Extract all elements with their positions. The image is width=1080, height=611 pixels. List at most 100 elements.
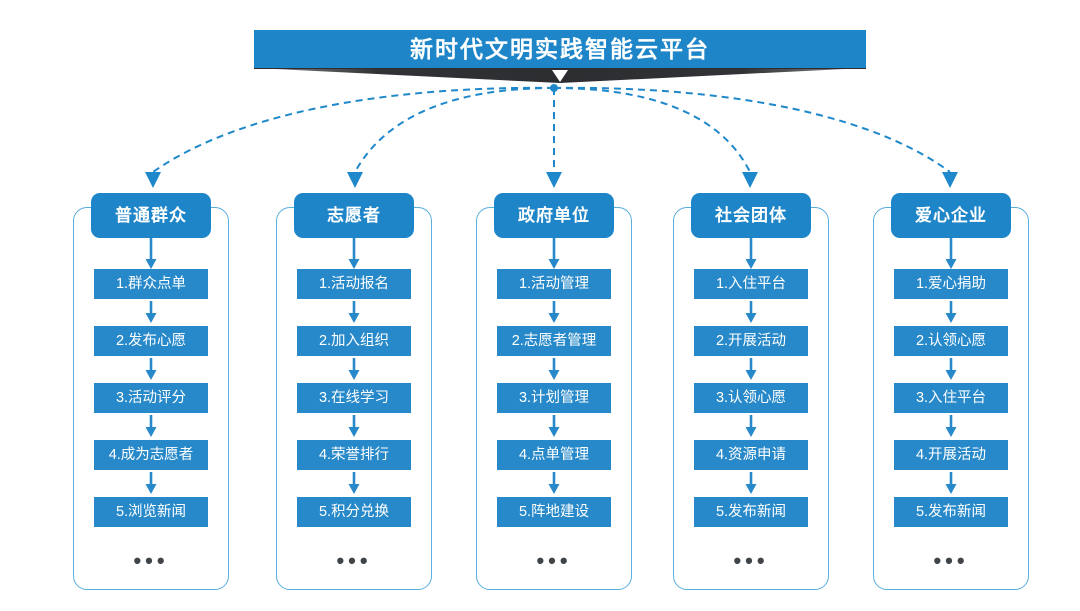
list-item[interactable]: 2.志愿者管理 <box>497 326 611 356</box>
arrow-down-icon <box>945 472 957 494</box>
item-label: 4.荣誉排行 <box>318 446 390 463</box>
arrow-down-icon <box>745 415 757 437</box>
column-header-label: 政府单位 <box>518 206 590 225</box>
column-header-label: 志愿者 <box>327 206 381 225</box>
item-label: 4.开展活动 <box>915 446 987 463</box>
item-label: 3.活动评分 <box>115 389 187 406</box>
list-item[interactable]: 2.发布心愿 <box>94 326 208 356</box>
header-to-item-arrow <box>548 238 560 269</box>
list-item[interactable]: 1.活动管理 <box>497 269 611 299</box>
list-item[interactable]: 1.入住平台 <box>694 269 808 299</box>
role-column-社会团体: 社会团体 1.入住平台 2.开展活动 <box>673 193 829 590</box>
item-label: 2.志愿者管理 <box>511 332 597 349</box>
arrow-down-icon <box>348 358 360 380</box>
list-item[interactable]: 5.发布新闻 <box>694 497 808 527</box>
item-connector <box>673 470 829 497</box>
column-header-label: 社会团体 <box>715 206 787 225</box>
item-label: 2.开展活动 <box>715 332 787 349</box>
list-item[interactable]: 3.认领心愿 <box>694 383 808 413</box>
item-label: 1.活动管理 <box>518 275 590 292</box>
item-connector <box>476 413 632 440</box>
item-connector <box>873 356 1029 383</box>
list-item[interactable]: 4.资源申请 <box>694 440 808 470</box>
role-column-爱心企业: 爱心企业 1.爱心捐助 2.认领心愿 <box>873 193 1029 590</box>
item-label: 1.入住平台 <box>715 275 787 292</box>
list-item[interactable]: 3.入住平台 <box>894 383 1008 413</box>
list-item[interactable]: 5.阵地建设 <box>497 497 611 527</box>
column-header-button[interactable]: 志愿者 <box>294 193 414 238</box>
arrow-down-icon <box>548 415 560 437</box>
item-connector <box>673 299 829 326</box>
platform-title-banner: 新时代文明实践智能云平台 <box>254 30 866 88</box>
list-item[interactable]: 2.加入组织 <box>297 326 411 356</box>
list-item[interactable]: 3.计划管理 <box>497 383 611 413</box>
list-item[interactable]: 4.成为志愿者 <box>94 440 208 470</box>
item-connector <box>673 413 829 440</box>
item-label: 3.入住平台 <box>915 389 987 406</box>
item-connector <box>873 470 1029 497</box>
list-item[interactable]: 3.活动评分 <box>94 383 208 413</box>
list-item[interactable]: 1.爱心捐助 <box>894 269 1008 299</box>
item-connector <box>873 299 1029 326</box>
header-to-item-arrow <box>945 238 957 269</box>
item-connector <box>73 356 229 383</box>
column-header-button[interactable]: 政府单位 <box>494 193 614 238</box>
arrow-down-icon <box>945 415 957 437</box>
list-item[interactable]: 5.积分兑换 <box>297 497 411 527</box>
item-connector <box>73 413 229 440</box>
arrow-down-icon <box>945 358 957 380</box>
column-item-list: 1.群众点单 2.发布心愿 3.活动评分 <box>73 269 229 527</box>
page-title: 新时代文明实践智能云平台 <box>410 35 710 62</box>
column-header-button[interactable]: 普通群众 <box>91 193 211 238</box>
role-column-志愿者: 志愿者 1.活动报名 2.加入组织 <box>276 193 432 590</box>
list-item[interactable]: 4.开展活动 <box>894 440 1008 470</box>
arrow-down-icon <box>145 472 157 494</box>
item-connector <box>73 470 229 497</box>
list-item[interactable]: 4.荣誉排行 <box>297 440 411 470</box>
list-item[interactable]: 4.点单管理 <box>497 440 611 470</box>
list-item[interactable]: 1.群众点单 <box>94 269 208 299</box>
item-connector <box>476 470 632 497</box>
column-header-label: 爱心企业 <box>915 206 987 225</box>
item-label: 5.积分兑换 <box>318 503 390 520</box>
column-header-button[interactable]: 社会团体 <box>691 193 811 238</box>
item-label: 3.认领心愿 <box>715 389 787 406</box>
more-items-ellipsis: ••• <box>536 548 572 573</box>
arrow-down-icon <box>145 415 157 437</box>
more-items-ellipsis: ••• <box>133 548 169 573</box>
item-label: 3.在线学习 <box>318 389 390 406</box>
list-item[interactable]: 2.认领心愿 <box>894 326 1008 356</box>
list-item[interactable]: 2.开展活动 <box>694 326 808 356</box>
header-to-item-arrow <box>745 238 757 269</box>
more-items-ellipsis: ••• <box>336 548 372 573</box>
arrow-down-icon <box>945 301 957 323</box>
arrow-down-icon <box>548 358 560 380</box>
arrow-down-icon <box>548 472 560 494</box>
item-label: 4.资源申请 <box>715 446 787 463</box>
item-connector <box>673 356 829 383</box>
column-header-button[interactable]: 爱心企业 <box>891 193 1011 238</box>
column-item-list: 1.活动报名 2.加入组织 3.在线学习 <box>276 269 432 527</box>
item-connector <box>873 413 1029 440</box>
item-label: 5.发布新闻 <box>715 503 787 520</box>
item-connector <box>476 299 632 326</box>
arrow-down-icon <box>145 301 157 323</box>
list-item[interactable]: 1.活动报名 <box>297 269 411 299</box>
item-connector <box>73 299 229 326</box>
list-item[interactable]: 5.发布新闻 <box>894 497 1008 527</box>
role-column-政府单位: 政府单位 1.活动管理 2.志愿者管理 <box>476 193 632 590</box>
arrow-down-icon <box>348 472 360 494</box>
list-item[interactable]: 5.浏览新闻 <box>94 497 208 527</box>
more-items-ellipsis: ••• <box>733 548 769 573</box>
more-items-ellipsis: ••• <box>933 548 969 573</box>
column-item-list: 1.入住平台 2.开展活动 3.认领心愿 <box>673 269 829 527</box>
item-label: 5.阵地建设 <box>518 503 590 520</box>
item-connector <box>476 356 632 383</box>
list-item[interactable]: 3.在线学习 <box>297 383 411 413</box>
item-label: 1.爱心捐助 <box>915 275 987 292</box>
item-label: 2.发布心愿 <box>115 332 187 349</box>
item-label: 3.计划管理 <box>518 389 590 406</box>
arrow-down-icon <box>745 472 757 494</box>
